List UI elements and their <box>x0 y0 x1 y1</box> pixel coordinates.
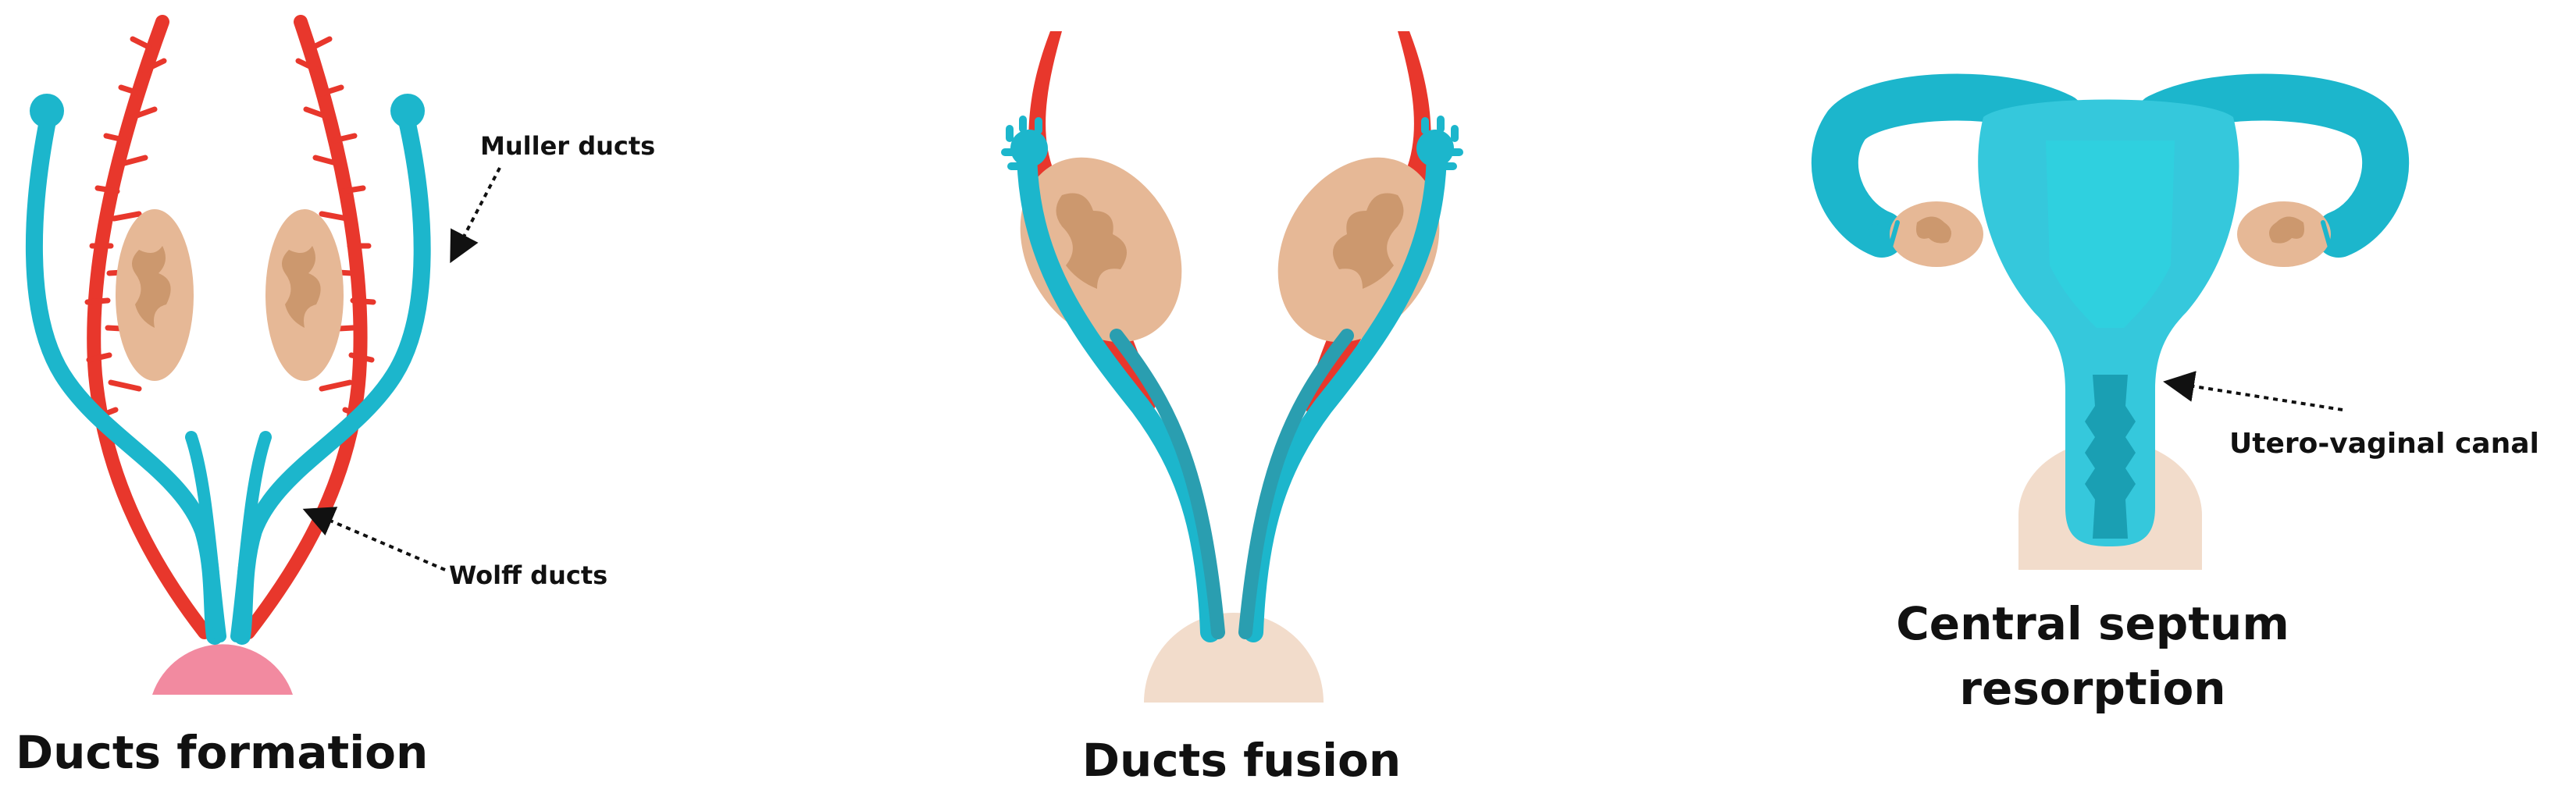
gonad-right-mottle <box>282 246 321 328</box>
inner-fusion-right <box>1238 329 1354 639</box>
label-wolff-ducts: Wolff ducts <box>449 560 608 590</box>
label-utero-vaginal-canal: Utero-vaginal canal <box>2229 428 2539 460</box>
gonad-left-2-mottle <box>1056 193 1127 289</box>
arrow-muller <box>450 167 501 264</box>
fimbriae-3-right <box>2321 212 2355 252</box>
fimbriae-3-left <box>1865 212 1900 252</box>
inner-duct-right <box>230 431 272 642</box>
wolff-duct-left <box>87 15 212 639</box>
gonad-right-2-mottle <box>1333 193 1404 289</box>
fimbriae-right <box>1416 116 1463 170</box>
uterus-cavity <box>2046 141 2175 328</box>
fimbriae-left <box>1001 116 1048 170</box>
fallopian-tube-right <box>2136 73 2410 258</box>
arrow-canal <box>2163 371 2343 411</box>
muller-duct-left <box>25 109 223 645</box>
urogenital-sinus <box>152 644 293 695</box>
ovary-left-mottle <box>1916 216 1951 244</box>
inner-fusion-left <box>1110 329 1225 639</box>
caption-septum-line1: Central septum <box>1896 597 2289 650</box>
inner-duct-left <box>185 431 226 642</box>
fallopian-tube-left <box>1811 73 2085 258</box>
muller-duct-right-head <box>390 94 425 128</box>
wolff-duct-right <box>241 15 368 639</box>
panel-septum-resorption <box>1811 73 2410 570</box>
gonad-left-mottle <box>132 246 171 328</box>
panel-ducts-fusion <box>1001 31 1463 703</box>
label-muller-ducts: Muller ducts <box>480 131 656 161</box>
caption-septum-line2: resorption <box>1959 662 2226 715</box>
panel-ducts-formation <box>25 15 501 695</box>
caption-ducts-fusion: Ducts fusion <box>1081 734 1402 787</box>
muller-duct-left-head <box>30 94 64 128</box>
utero-vaginal-canal <box>2085 375 2136 539</box>
arrow-wolff <box>302 507 446 571</box>
ovary-right-mottle <box>2269 216 2304 244</box>
urogenital-sinus-2 <box>1144 613 1324 703</box>
caption-ducts-formation: Ducts formation <box>16 726 429 779</box>
muller-duct-right <box>233 109 431 645</box>
